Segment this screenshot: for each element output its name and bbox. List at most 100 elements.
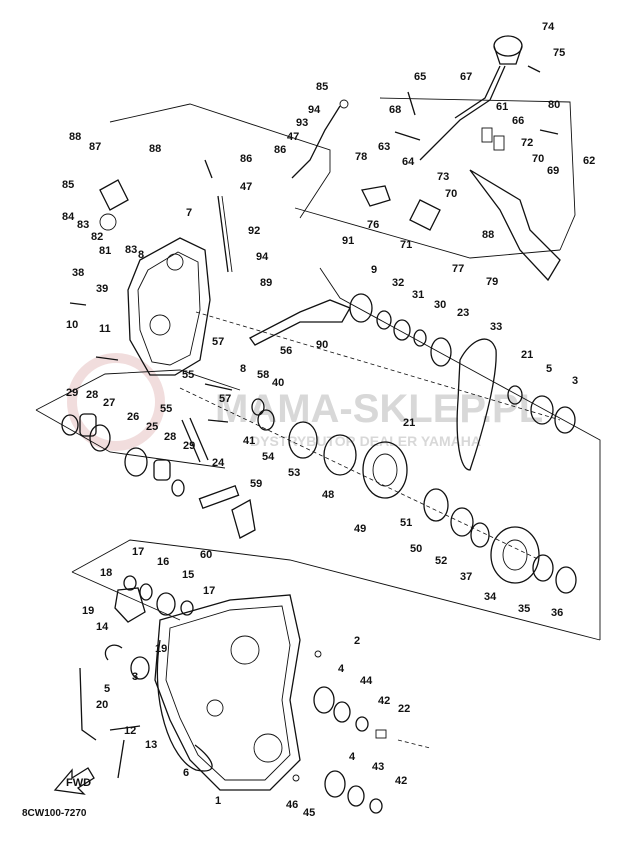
part-callout: 30 (434, 299, 446, 311)
part-callout: 2 (354, 635, 360, 647)
part-callout: 51 (400, 517, 412, 529)
part-callout: 16 (157, 556, 169, 568)
part-callout: 42 (395, 775, 407, 787)
part-callout: 25 (146, 421, 158, 433)
part-callout: 34 (484, 591, 497, 603)
part-callout: 60 (200, 549, 212, 561)
part-callout: 20 (96, 699, 108, 711)
part-callout: 49 (354, 523, 366, 535)
part-callout: 61 (496, 101, 508, 113)
part-callout: 4 (338, 663, 345, 675)
part-callout: 21 (403, 417, 415, 429)
part-callout: 3 (132, 671, 138, 683)
part-callout: 86 (240, 153, 252, 165)
part-callout: 53 (288, 467, 300, 479)
part-callout: 10 (66, 319, 78, 331)
part-callout: 70 (532, 153, 544, 165)
part-callout: 69 (547, 165, 559, 177)
part-callout: 83 (125, 244, 137, 256)
watermark-main: MAMA-SKLEP.PL (215, 387, 543, 431)
part-callout: 81 (99, 245, 111, 257)
part-callout: 80 (548, 99, 560, 111)
part-callout: 66 (512, 115, 524, 127)
part-callout: 31 (412, 289, 424, 301)
watermark-sub: DYSTRYBUTOR DEALER YAMAHA (250, 433, 481, 449)
part-callout: 55 (160, 403, 172, 415)
part-callout: 79 (486, 276, 498, 288)
part-callout: 93 (296, 117, 308, 129)
part-callout: 89 (260, 277, 272, 289)
part-callout: 38 (72, 267, 84, 279)
part-callout: 19 (82, 605, 94, 617)
assembly-frames (35, 97, 601, 641)
part-callout: 17 (132, 546, 144, 558)
shift-lever-assembly (361, 35, 561, 282)
part-callout: 82 (91, 231, 103, 243)
pulley-assembly (179, 293, 577, 594)
part-callout: 91 (342, 235, 354, 247)
part-callout: 88 (69, 131, 81, 143)
part-callout: 88 (149, 143, 161, 155)
part-callout: 92 (248, 225, 260, 237)
part-callout: 1 (215, 795, 221, 807)
part-callout: 48 (322, 489, 334, 501)
part-callout: 8 (240, 363, 246, 375)
part-callout: 5 (104, 683, 110, 695)
part-callout: 33 (490, 321, 502, 333)
part-callout: 27 (103, 397, 115, 409)
part-callout: 17 (203, 585, 215, 597)
part-callout: 22 (398, 703, 410, 715)
part-callout: 83 (77, 219, 89, 231)
part-callout: 57 (219, 393, 231, 405)
linkage-rods (204, 99, 351, 346)
part-callout: 88 (482, 229, 494, 241)
part-callout: 37 (460, 571, 472, 583)
part-callout: 46 (286, 799, 298, 811)
part-callout: 70 (445, 188, 457, 200)
part-callout: 26 (127, 411, 139, 423)
part-callout: 12 (124, 725, 136, 737)
part-callout: 3 (572, 375, 578, 387)
part-callout: 58 (257, 369, 269, 381)
part-callout: 85 (316, 81, 328, 93)
part-callout: 75 (553, 47, 565, 59)
part-callout: 15 (182, 569, 194, 581)
gear-set (61, 383, 256, 539)
main-housing (79, 575, 431, 814)
part-callout: 63 (378, 141, 390, 153)
part-callout: 64 (402, 156, 415, 168)
part-callout: 84 (62, 211, 75, 223)
part-callout: 72 (521, 137, 533, 149)
part-callout: 40 (272, 377, 284, 389)
part-callout: 5 (546, 363, 552, 375)
part-callout: 41 (243, 435, 255, 447)
part-callout: 59 (250, 478, 262, 490)
part-callout: 54 (262, 451, 275, 463)
part-callout: 32 (392, 277, 404, 289)
part-callout: 18 (100, 567, 112, 579)
part-callout: 44 (360, 675, 373, 687)
part-callout: 43 (372, 761, 384, 773)
part-callout: 87 (89, 141, 101, 153)
part-callout: 55 (182, 369, 194, 381)
part-callout: 68 (389, 104, 401, 116)
part-callout: 76 (367, 219, 379, 231)
part-callout: 50 (410, 543, 422, 555)
watermark: MAMA-SKLEP.PL DYSTRYBUTOR DEALER YAMAHA (67, 353, 543, 451)
left-cover (69, 179, 211, 376)
diagram-code: 8CW100-7270 (22, 808, 87, 819)
part-callout: 29 (66, 387, 78, 399)
part-callout: 94 (308, 104, 321, 116)
part-callout: 24 (212, 457, 225, 469)
part-callout: 42 (378, 695, 390, 707)
part-callout: 47 (240, 181, 252, 193)
part-callout: 90 (316, 339, 328, 351)
part-callout: 4 (349, 751, 356, 763)
part-callout: 56 (280, 345, 292, 357)
part-callout: 14 (96, 621, 109, 633)
part-callout: 28 (86, 389, 98, 401)
part-callout: 85 (62, 179, 74, 191)
fwd-label: FWD (66, 777, 91, 789)
